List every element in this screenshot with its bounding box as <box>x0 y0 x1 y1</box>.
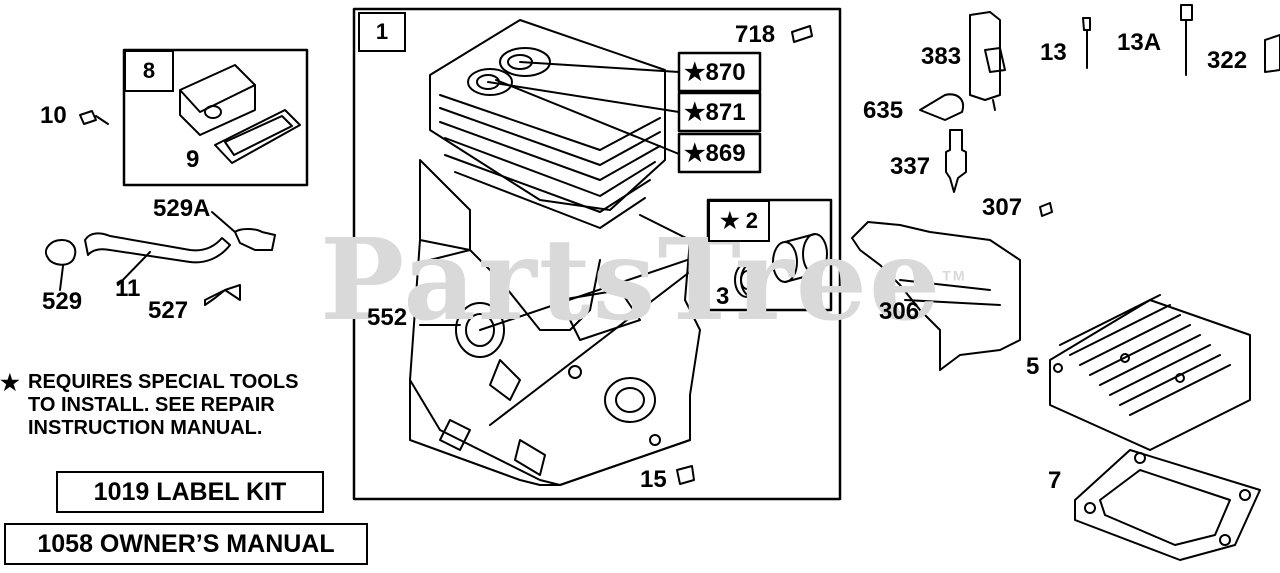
intake-gasket-frame <box>122 48 309 187</box>
callout-15[interactable]: 15 <box>640 466 667 493</box>
bolt-13A-drawing <box>1180 4 1193 76</box>
callout-13A[interactable]: 13A <box>1117 29 1162 56</box>
head-gasket-drawing <box>1074 449 1261 561</box>
air-guide-306-drawing <box>851 221 1021 371</box>
box-label-2: ★ 2 <box>708 200 770 242</box>
callout-869[interactable]: ★869 <box>684 140 746 167</box>
callout-552[interactable]: 552 <box>367 304 408 331</box>
note-line-1: REQUIRES SPECIAL TOOLS <box>28 371 299 393</box>
box-label-8: 8 <box>124 50 174 92</box>
owners-manual-box[interactable]: 1058 OWNER’S MANUAL <box>4 523 368 565</box>
watermark-text: PartsTree <box>320 215 943 346</box>
intake-cover-drawing <box>179 64 301 164</box>
star-icon: ★ <box>0 370 20 395</box>
special-tools-note: ★ REQUIRES SPECIAL TOOLS TO INSTALL. SEE … <box>0 371 360 440</box>
bolt-13-drawing <box>1082 17 1091 69</box>
callout-635[interactable]: 635 <box>863 97 904 124</box>
callout-9[interactable]: 9 <box>186 146 200 173</box>
callout-11[interactable]: 11 <box>115 275 141 302</box>
callout-322[interactable]: 322 <box>1207 47 1248 74</box>
partstree-watermark: PartsTreeTM <box>320 215 967 346</box>
callout-383[interactable]: 383 <box>921 43 962 70</box>
callout-13[interactable]: 13 <box>1040 39 1067 66</box>
cylinder-head-drawing <box>1049 294 1251 451</box>
callout-10[interactable]: 10 <box>40 102 67 129</box>
label-kit-box[interactable]: 1019 LABEL KIT <box>56 471 324 513</box>
note-line-3: INSTRUCTION MANUAL. <box>28 417 263 439</box>
boot-635-drawing <box>919 93 964 121</box>
box-label-1: 1 <box>358 12 406 52</box>
callout-306[interactable]: 306 <box>879 298 920 325</box>
callout-307[interactable]: 307 <box>982 194 1023 221</box>
callout-529[interactable]: 529 <box>42 288 83 315</box>
box-label-8-text: 8 <box>142 58 156 83</box>
callout-7[interactable]: 7 <box>1048 467 1062 494</box>
callout-871[interactable]: ★871 <box>684 99 746 126</box>
screw-307-drawing <box>1039 202 1053 217</box>
owners-manual-text: 1058 OWNER’S MANUAL <box>37 529 335 558</box>
box-label-2-text: ★ 2 <box>719 208 759 233</box>
label-kit-text: 1019 LABEL KIT <box>93 477 287 506</box>
callout-718[interactable]: 718 <box>735 21 776 48</box>
part-322-drawing <box>1264 34 1280 73</box>
callout-527[interactable]: 527 <box>148 297 189 324</box>
watermark-tm: TM <box>942 267 967 284</box>
callout-5[interactable]: 5 <box>1026 353 1040 380</box>
box-label-1-text: 1 <box>375 19 389 44</box>
ignition-coil-drawing <box>969 11 1006 111</box>
callout-870[interactable]: ★870 <box>684 59 746 86</box>
engine-block-frame <box>352 7 842 501</box>
note-line-2: TO INSTALL. SEE REPAIR <box>28 394 275 416</box>
callout-337[interactable]: 337 <box>890 153 931 180</box>
bearing-sleeve-drawing <box>734 233 828 298</box>
callout-529A[interactable]: 529A <box>153 195 211 222</box>
spark-plug-drawing <box>945 129 967 193</box>
callout-3[interactable]: 3 <box>716 283 730 310</box>
